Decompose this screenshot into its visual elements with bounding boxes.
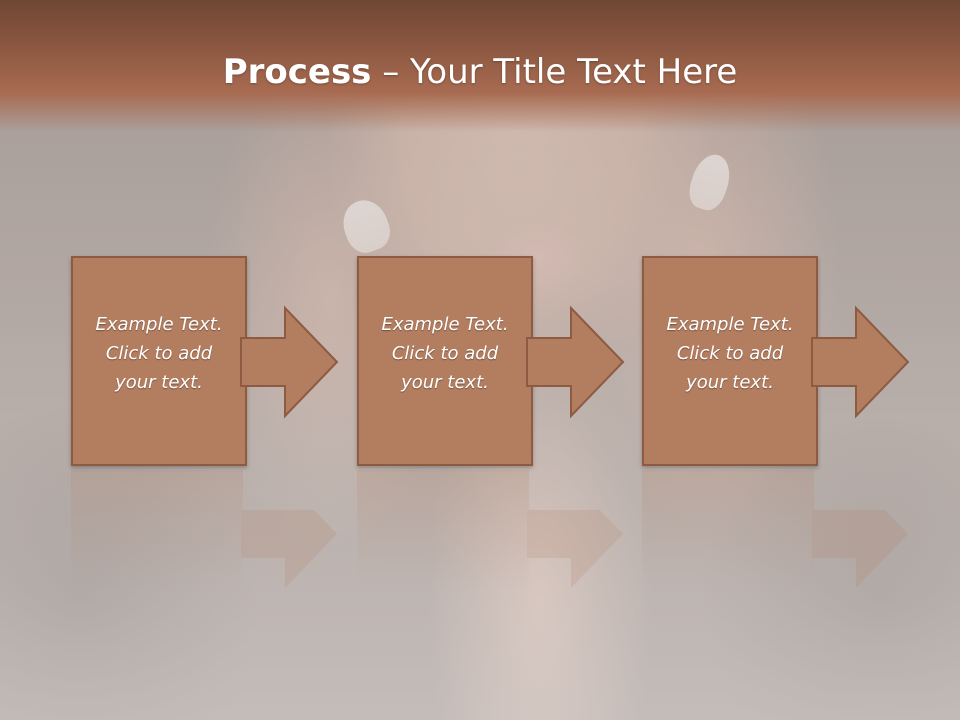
step-box[interactable] xyxy=(642,256,818,466)
step-label: Example Text. Click to add your text. xyxy=(359,310,531,397)
step-arrow xyxy=(811,305,910,419)
step-label-line-1: Example Text. xyxy=(666,314,794,335)
process-step-2[interactable]: Example Text. Click to add your text. xyxy=(357,256,627,468)
reflection-arrow xyxy=(812,510,908,588)
title-bold: Process xyxy=(222,52,372,92)
step-box[interactable] xyxy=(71,256,247,466)
step-reflection xyxy=(71,470,341,590)
process-step-1[interactable]: Example Text. Click to add your text. xyxy=(71,256,341,468)
reflection-arrow xyxy=(527,510,623,588)
process-step-3[interactable]: Example Text. Click to add your text. xyxy=(642,256,912,468)
reflection-box xyxy=(642,470,814,590)
step-reflection xyxy=(642,470,912,590)
step-label-line-2: Click to add xyxy=(391,343,499,364)
step-label-line-1: Example Text. xyxy=(95,314,223,335)
step-label-line-3: your text. xyxy=(401,372,489,393)
title-band xyxy=(0,0,960,132)
reflection-box xyxy=(71,470,243,590)
step-label: Example Text. Click to add your text. xyxy=(644,310,816,397)
step-label-line-2: Click to add xyxy=(676,343,784,364)
step-box[interactable] xyxy=(357,256,533,466)
step-reflection xyxy=(357,470,627,590)
step-arrow xyxy=(240,305,339,419)
step-label-line-2: Click to add xyxy=(105,343,213,364)
step-arrow xyxy=(526,305,625,419)
slide-title[interactable]: Process – Your Title Text Here xyxy=(0,52,960,92)
reflection-box xyxy=(357,470,529,590)
step-label-line-1: Example Text. xyxy=(381,314,509,335)
reflection-arrow xyxy=(241,510,337,588)
step-label-line-3: your text. xyxy=(686,372,774,393)
title-rest: – Your Title Text Here xyxy=(371,52,738,92)
step-label-line-3: your text. xyxy=(115,372,203,393)
step-label: Example Text. Click to add your text. xyxy=(73,310,245,397)
